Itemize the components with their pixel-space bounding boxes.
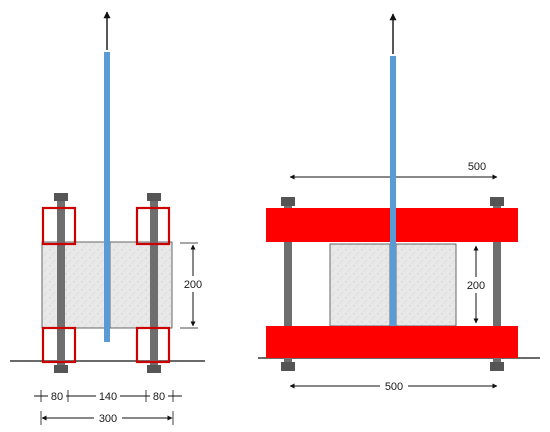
left-height-label: 200 [184, 279, 202, 291]
left-rod-a [57, 193, 65, 373]
right-rod-a [284, 197, 292, 371]
left-steel-bar [104, 52, 110, 342]
left-clamp-top-a [41, 206, 77, 246]
left-rod-b [150, 193, 158, 373]
left-total-bg [94, 411, 122, 425]
right-concrete-block-a [329, 243, 391, 327]
left-dim-bg-1 [48, 389, 66, 403]
left-total-width-label: 300 [99, 413, 117, 425]
left-nut-top-b [147, 193, 161, 201]
right-top-width-label: 500 [468, 161, 486, 173]
left-clamp-bottom-b [135, 326, 171, 364]
right-nut-bottom-b [490, 362, 504, 371]
right-height-label: 200 [467, 280, 485, 292]
right-steel-bar [390, 56, 396, 326]
left-view: 200 80 140 80 300 [10, 11, 206, 425]
right-clamp-plate-bottom [266, 326, 518, 358]
right-top-dim-bg [463, 159, 491, 173]
left-dim-bg-3 [150, 389, 168, 403]
left-width-label-80a: 80 [51, 391, 63, 403]
right-nut-top-a [281, 197, 295, 206]
left-nut-bottom-a [54, 365, 68, 373]
left-height-label-bg [180, 276, 206, 292]
left-width-label-140: 140 [99, 391, 117, 403]
left-width-label-80b: 80 [153, 391, 165, 403]
left-nut-top-a [54, 193, 68, 201]
left-dim-bg-2 [96, 389, 120, 403]
left-clamp-bottom-a [41, 326, 77, 364]
left-concrete-block-b [109, 241, 173, 329]
right-nut-top-b [490, 197, 504, 206]
right-height-label-bg [463, 277, 489, 293]
right-bottom-width-label: 500 [385, 381, 403, 393]
right-concrete-block-b [395, 243, 457, 327]
right-bottom-dim-bg [380, 379, 408, 393]
right-rod-b [493, 197, 501, 371]
left-clamp-top-b [135, 206, 171, 246]
left-concrete-block-a [41, 241, 107, 329]
left-nut-bottom-b [147, 365, 161, 373]
right-view: 500 200 500 [258, 13, 540, 393]
right-nut-bottom-a [281, 362, 295, 371]
